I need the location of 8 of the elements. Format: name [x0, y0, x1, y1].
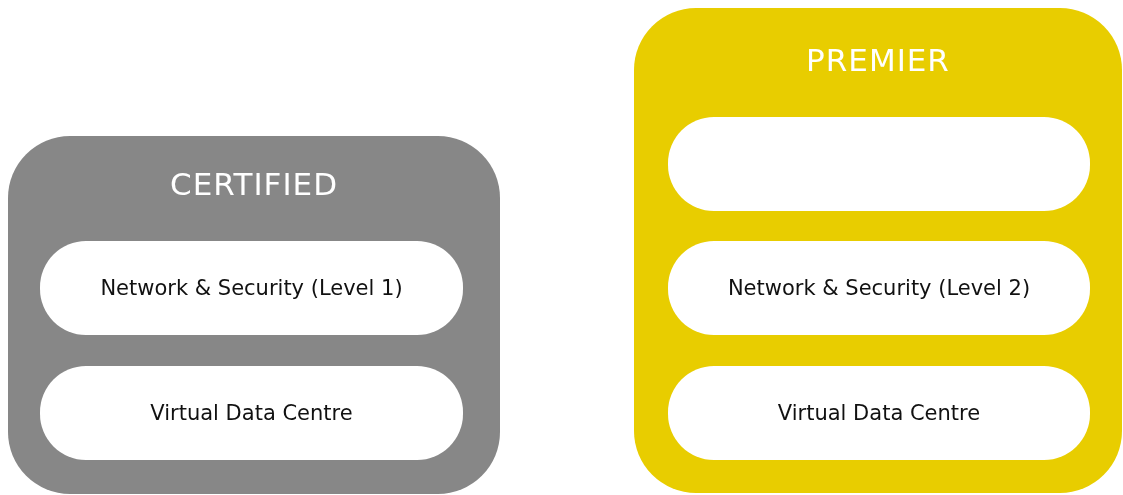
tier-panel — [8, 136, 500, 494]
tier-panel — [634, 8, 1122, 493]
tier-title: CERTIFIED — [169, 166, 339, 202]
feature-label: Network & Security (Level 2) — [727, 276, 1031, 300]
feature-label: Virtual Data Centre — [150, 401, 353, 425]
tier-title: PREMIER — [805, 42, 951, 78]
feature-label: Virtual Data Centre — [777, 401, 981, 425]
feature-label: Network & Security (Level 1) — [100, 276, 403, 300]
